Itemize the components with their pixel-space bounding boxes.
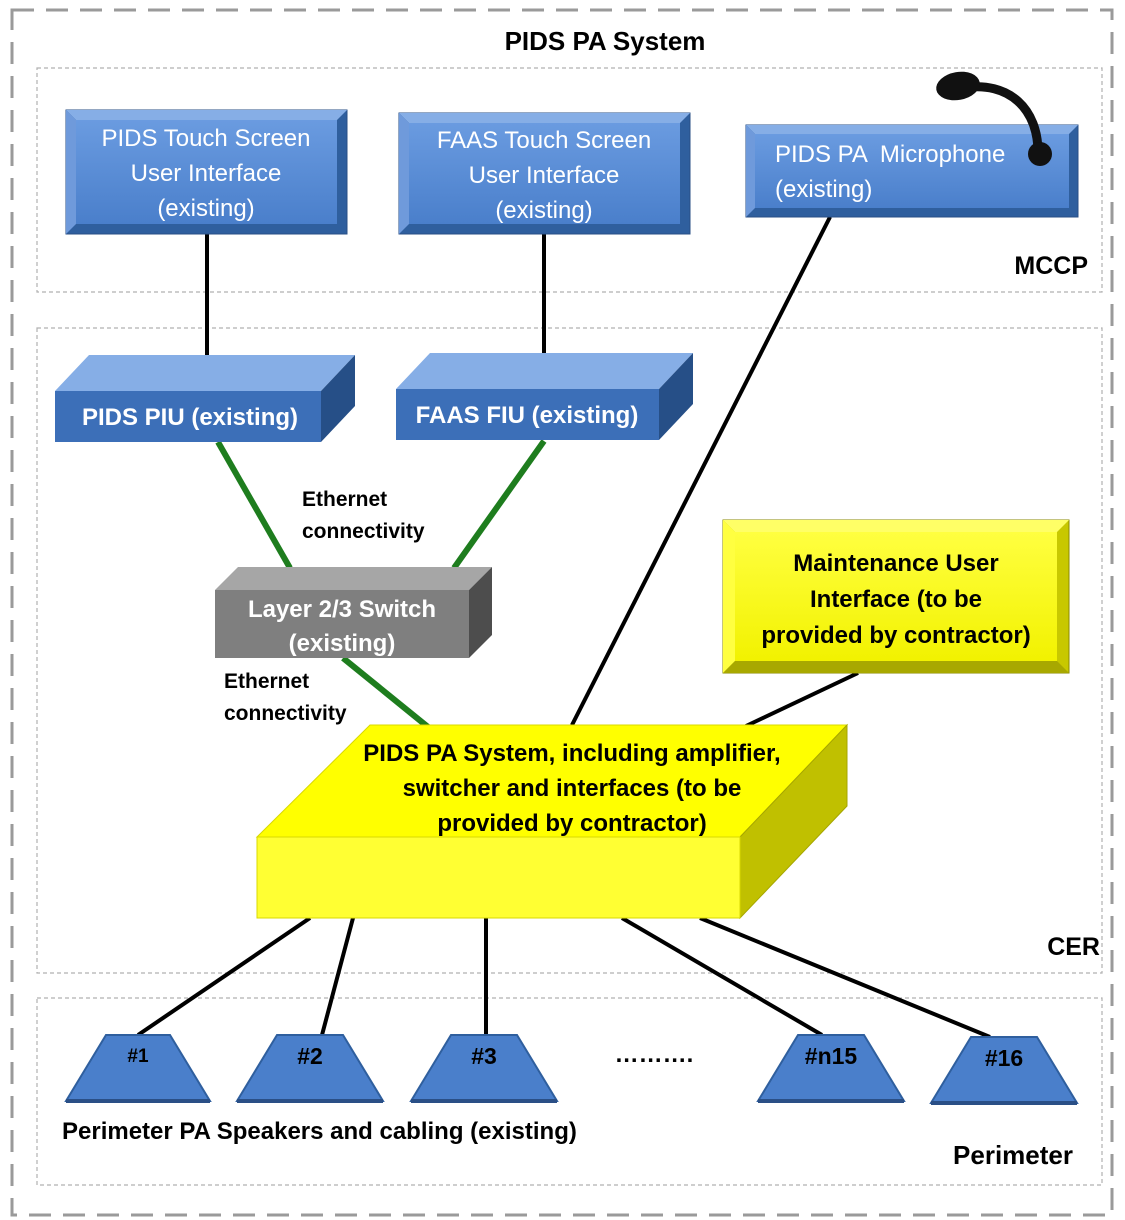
microphone-box: PIDS PA Microphone (existing) bbox=[745, 124, 1079, 218]
layer-switch-box: Layer 2/3 Switch (existing) bbox=[215, 567, 492, 658]
ethernet-label-1-line-2: connectivity bbox=[302, 520, 425, 543]
pids-piu-box: PIDS PIU (existing) bbox=[55, 355, 355, 442]
speaker-16: #16 bbox=[929, 1036, 1079, 1105]
pa-system-line-1: PIDS PA System, including amplifier, bbox=[363, 740, 780, 767]
ethernet-line-fiu-to-switch bbox=[451, 439, 547, 570]
ethernet-label-1-line-1: Ethernet bbox=[302, 488, 387, 511]
faas-touch-line-3: (existing) bbox=[495, 197, 592, 224]
zone-cer-label: CER bbox=[1047, 933, 1100, 961]
faas-fiu-box: FAAS FIU (existing) bbox=[396, 353, 693, 440]
faas-touch-screen-box: FAAS Touch Screen User Interface (existi… bbox=[398, 112, 691, 235]
zone-mccp-label: MCCP bbox=[1014, 252, 1088, 280]
zone-perimeter-label: Perimeter bbox=[953, 1140, 1073, 1170]
speaker-2-label: #2 bbox=[297, 1043, 323, 1069]
speaker-1: #1 bbox=[64, 1034, 212, 1103]
ethernet-label-2-line-2: connectivity bbox=[224, 702, 347, 725]
pids-touch-line-1: PIDS Touch Screen bbox=[101, 125, 310, 152]
zone-mccp bbox=[36, 67, 1103, 293]
ethernet-label-2-line-1: Ethernet bbox=[224, 670, 309, 693]
pids-touch-line-2: User Interface bbox=[131, 160, 282, 187]
faas-touch-line-2: User Interface bbox=[469, 162, 620, 189]
switch-line-1: Layer 2/3 Switch bbox=[248, 596, 436, 623]
faas-fiu-label: FAAS FIU (existing) bbox=[416, 402, 639, 429]
zone-cer bbox=[36, 327, 1103, 974]
line-pa-to-speaker-n15 bbox=[620, 916, 824, 1037]
speaker-3-label: #3 bbox=[471, 1043, 497, 1069]
speaker-3: #3 bbox=[409, 1034, 559, 1103]
diagram-title: PIDS PA System bbox=[505, 26, 706, 56]
line-pa-to-speaker-1 bbox=[136, 916, 312, 1037]
speaker-n15: #n15 bbox=[756, 1034, 906, 1103]
maintenance-line-2: Interface (to be bbox=[810, 586, 982, 613]
speaker-1-label: #1 bbox=[127, 1046, 149, 1067]
speaker-16-label: #16 bbox=[985, 1045, 1023, 1071]
pids-touch-screen-box: PIDS Touch Screen User Interface (existi… bbox=[65, 109, 348, 235]
line-pa-to-speaker-16 bbox=[699, 916, 991, 1039]
microphone-line-2: (existing) bbox=[775, 176, 872, 203]
line-microphone-to-pa-system bbox=[570, 216, 832, 726]
microphone-icon bbox=[936, 71, 1052, 166]
line-pa-to-speaker-2 bbox=[320, 917, 355, 1036]
speakers-caption: Perimeter PA Speakers and cabling (exist… bbox=[62, 1118, 577, 1145]
maintenance-ui-box: Maintenance User Interface (to be provid… bbox=[722, 519, 1070, 674]
maintenance-line-3: provided by contractor) bbox=[761, 622, 1030, 649]
outer-system-boundary bbox=[10, 8, 1114, 1217]
microphone-line-1: PIDS PA Microphone bbox=[775, 141, 1005, 168]
pids-touch-line-3: (existing) bbox=[157, 195, 254, 222]
pa-system-box: PIDS PA System, including amplifier, swi… bbox=[255, 723, 849, 920]
speaker-n15-label: #n15 bbox=[805, 1043, 858, 1069]
pa-system-line-2: switcher and interfaces (to be bbox=[403, 775, 742, 802]
connections bbox=[136, 216, 991, 1039]
faas-touch-line-1: FAAS Touch Screen bbox=[437, 127, 651, 154]
speaker-ellipsis: ………. bbox=[615, 1041, 694, 1068]
line-maintenance-to-pa-system bbox=[745, 671, 859, 728]
pa-system-line-3: provided by contractor) bbox=[437, 810, 706, 837]
ethernet-line-piu-to-switch bbox=[215, 440, 293, 570]
maintenance-line-1: Maintenance User bbox=[793, 550, 998, 577]
switch-line-2: (existing) bbox=[289, 630, 396, 657]
speaker-2: #2 bbox=[235, 1034, 385, 1103]
pids-piu-label: PIDS PIU (existing) bbox=[82, 404, 298, 431]
ethernet-line-switch-to-pa-system bbox=[341, 655, 430, 730]
zone-perimeter bbox=[36, 997, 1103, 1186]
